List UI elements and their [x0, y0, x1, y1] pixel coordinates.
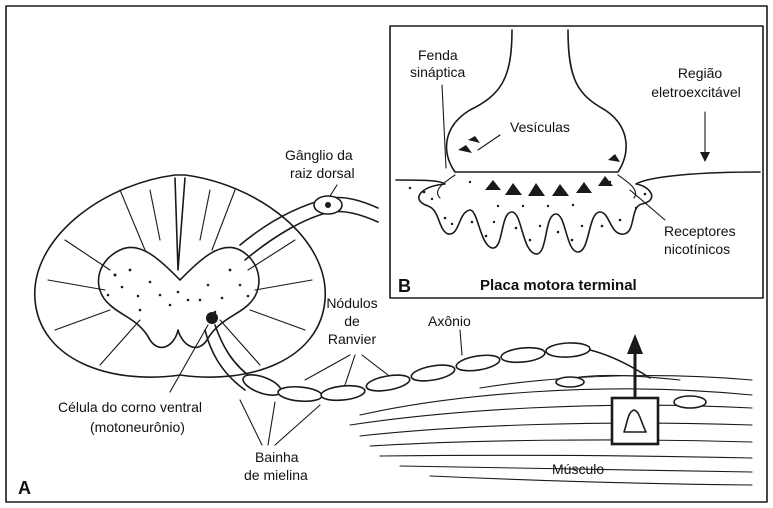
label-axon: Axônio [428, 313, 471, 329]
label-sheath-2: de mielina [244, 467, 308, 483]
panel-b: Fenda sináptica Região eletroexcitável V… [390, 26, 763, 298]
dorsal-root [240, 197, 378, 245]
label-sheath-1: Bainha [255, 449, 299, 465]
panel-a-letter: A [18, 478, 31, 498]
muscle-fibers [350, 375, 752, 485]
axon-terminal [447, 30, 627, 172]
label-cleft-1: Fenda [418, 47, 458, 63]
panel-b-title: Placa motora terminal [480, 277, 637, 294]
myelin-segments [240, 342, 590, 403]
label-ganglion-1: Gânglio da [285, 147, 353, 163]
spinal-cord [35, 175, 326, 377]
vesicle-clusters [458, 136, 620, 196]
panel-b-letter: B [398, 276, 411, 296]
label-cell-2: (motoneurônio) [90, 419, 185, 435]
label-region-1: Região [678, 65, 723, 81]
label-nodes-1: Nódulos [326, 295, 377, 311]
motoneuron-cell-body [206, 312, 218, 324]
label-receptors-2: nicotínicos [664, 241, 730, 257]
label-vesicles: Vesículas [510, 119, 570, 135]
label-ganglion-2: raiz dorsal [290, 165, 355, 181]
magnification-box [612, 398, 658, 444]
label-nodes-3: Ranvier [328, 331, 377, 347]
label-region-2: eletroexcitável [651, 84, 741, 100]
label-cell-1: Célula do corno ventral [58, 399, 202, 415]
label-cleft-2: sináptica [410, 64, 465, 80]
label-nodes-2: de [344, 313, 360, 329]
label-receptors-1: Receptores [664, 223, 736, 239]
label-muscle: Músculo [552, 461, 604, 477]
